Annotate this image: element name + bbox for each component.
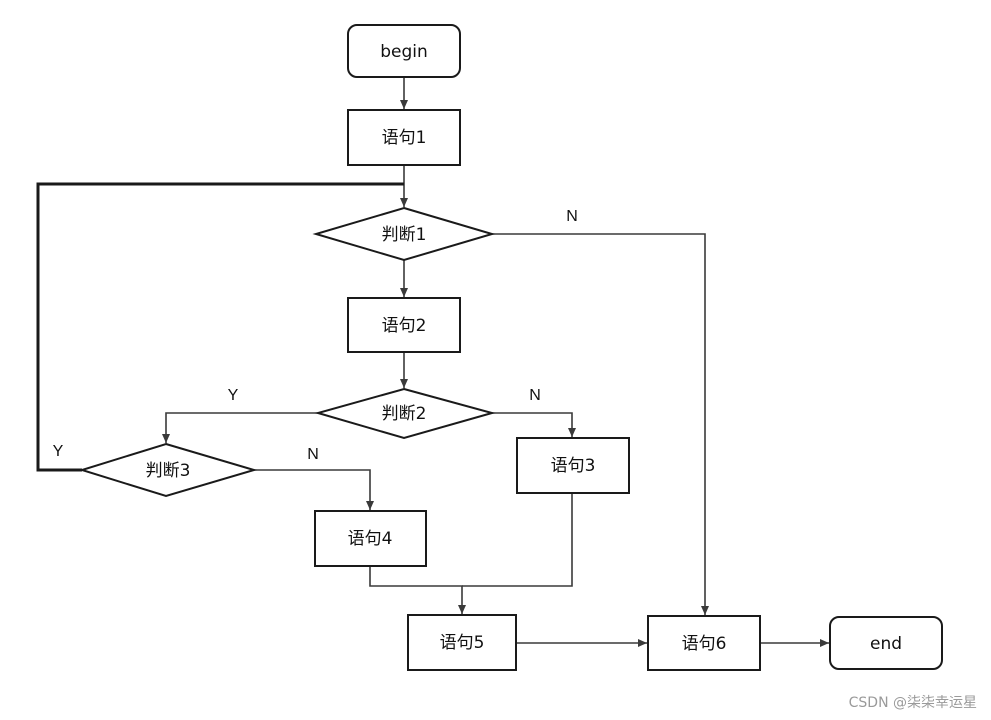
node-statement-4-label: 语句4	[348, 529, 393, 549]
node-decision-1: 判断1	[312, 206, 496, 262]
edge-label-d3-yes: Y	[53, 443, 64, 460]
edge-s4-s5	[369, 566, 466, 614]
edge-d3-yes-loop	[36, 182, 404, 472]
node-statement-6: 语句6	[647, 615, 761, 671]
node-statement-5: 语句5	[407, 614, 517, 671]
node-decision-2-label: 判断2	[382, 404, 427, 424]
node-statement-2-label: 语句2	[382, 316, 427, 336]
edge-s3-s5	[462, 493, 573, 587]
node-decision-3-label: 判断3	[146, 461, 191, 481]
watermark: CSDN @柒柒幸运星	[848, 695, 977, 711]
edge-label-d2-no: N	[529, 387, 541, 404]
edge-d2-no-s3	[492, 412, 576, 437]
edge-label-d1-no: N	[566, 208, 578, 225]
node-decision-3: 判断3	[78, 442, 258, 498]
edge-d2-yes-d3	[162, 412, 318, 443]
node-statement-6-label: 语句6	[682, 634, 727, 654]
edge-label-d3-no: N	[307, 446, 319, 463]
node-begin-label: begin	[380, 42, 428, 62]
node-decision-2: 判断2	[314, 387, 496, 440]
node-statement-3-label: 语句3	[551, 456, 596, 476]
node-statement-2: 语句2	[347, 297, 461, 353]
node-decision-1-label: 判断1	[382, 225, 427, 245]
node-statement-1: 语句1	[347, 109, 461, 166]
edge-label-d2-yes: Y	[228, 387, 239, 404]
node-statement-1-label: 语句1	[382, 128, 427, 148]
node-statement-4: 语句4	[314, 510, 427, 567]
edge-d1-no-s6	[492, 233, 709, 615]
node-end: end	[829, 616, 943, 670]
node-begin: begin	[347, 24, 461, 78]
edge-d3-no-s4	[254, 469, 374, 510]
node-statement-5-label: 语句5	[440, 633, 485, 653]
node-end-label: end	[870, 634, 902, 654]
node-statement-3: 语句3	[516, 437, 630, 494]
